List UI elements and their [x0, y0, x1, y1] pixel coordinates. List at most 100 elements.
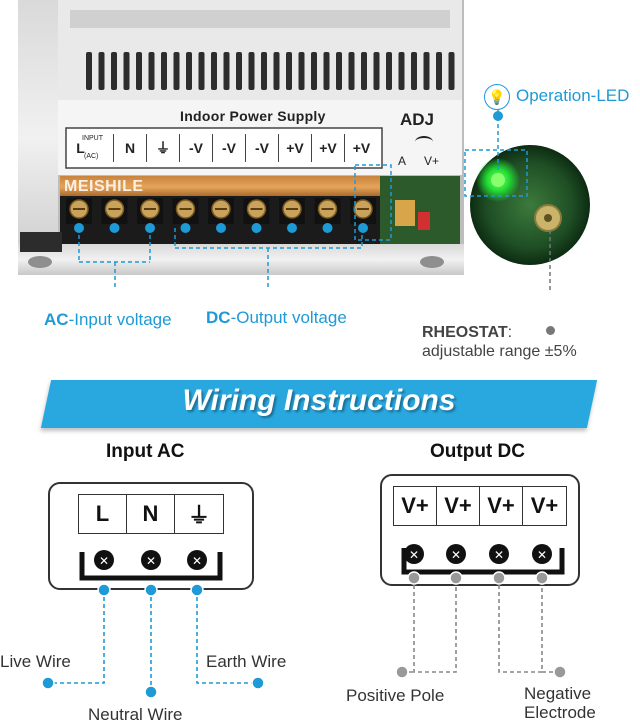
ac-screw-bar [79, 552, 223, 581]
dc-terminal-cell: V+ [480, 487, 523, 525]
vent-slot [373, 52, 380, 90]
panel-terminal-cell: -V [180, 134, 213, 162]
panel-terminal-label: ⏚ [156, 140, 170, 156]
panel-terminal-label: +V [319, 140, 337, 156]
vent-slot [423, 52, 430, 90]
vent-slot [223, 52, 230, 90]
wire-node-dot [449, 571, 463, 585]
wire-node-dot [41, 676, 55, 690]
power-supply-illustration [18, 0, 590, 290]
vent-slot [148, 52, 155, 90]
vent-slot [198, 52, 205, 90]
negative-label: Negative [524, 684, 592, 703]
vent-slot [211, 52, 217, 90]
vent-slot [261, 52, 267, 90]
rheostat-title-text: RHEOSTAT [422, 324, 508, 341]
panel-terminal-label: N [124, 140, 136, 156]
adj-vplus-label: V+ [424, 154, 440, 168]
screw-icon [446, 544, 466, 564]
ac-terminal-cell: ⏚ [187, 503, 210, 528]
rheostat-title: RHEOSTAT: [422, 324, 512, 342]
vent-slot [186, 52, 192, 90]
screw-cross: ✕ [537, 548, 547, 562]
vent-slot [236, 52, 242, 90]
screw-cross: ✕ [451, 548, 461, 562]
panel-terminal-cell: +V [279, 134, 312, 162]
terminal-dot [322, 223, 333, 233]
dc-terminal-cell: V+ [530, 493, 559, 518]
screw-icon [532, 544, 552, 564]
dc-screw-bar [401, 548, 565, 575]
output-dc-block [380, 474, 580, 586]
panel-terminal-sup: INPUT [82, 135, 103, 142]
electrode-label: Electrode [524, 703, 596, 722]
panel-terminal-label: -V [222, 140, 236, 156]
earth-wire-label: Earth Wire [206, 652, 287, 671]
output-dc-terminal-row: V+V+V+V+ [393, 486, 567, 526]
screw-icon [187, 550, 207, 570]
panel-terminal-label: +V [352, 140, 371, 156]
lightbulb-icon: 💡 [484, 84, 510, 110]
dc-terminal-cell: V+ [394, 487, 437, 525]
vent-slot [398, 52, 405, 90]
vent-slot [436, 52, 442, 90]
wire-node-dot [144, 583, 158, 597]
vent-slot [348, 52, 355, 90]
wire-node-dot [97, 583, 111, 597]
screw-cross: ✕ [409, 548, 419, 562]
wire-node-dot [144, 685, 158, 699]
screw-icon [489, 544, 509, 564]
screw-cross: ✕ [494, 548, 504, 562]
terminal-dot [358, 223, 368, 233]
panel-terminal-sub: (AC) [84, 153, 99, 160]
screw-icon [94, 550, 114, 570]
vent-slot [123, 52, 130, 90]
positive-pole-line [413, 578, 457, 673]
dc-terminal-cell: V+ [437, 487, 480, 525]
terminal-dot [109, 223, 120, 233]
vent-slot [448, 52, 455, 90]
input-ac-heading: Input AC [106, 441, 185, 462]
screw-icon [404, 544, 424, 564]
screw-icon [141, 550, 161, 570]
ac-prefix: AC [44, 310, 69, 329]
panel-terminal-cell: N [114, 134, 147, 162]
vent-slots [70, 10, 450, 28]
vent-slot [161, 52, 167, 90]
earth-wire-line [196, 590, 258, 684]
ac-suffix: -Input voltage [68, 310, 172, 329]
wiring-lines: ✕✕✕✕✕✕✕ [41, 544, 567, 699]
vent-slot [323, 52, 330, 90]
panel-terminal-cell: ⏚ [147, 134, 180, 162]
panel-terminal-cell: -V [246, 134, 279, 162]
adj-label: ADJ [400, 110, 435, 129]
panel-terminal-cell: +V [345, 134, 378, 162]
vent-slot [298, 52, 305, 90]
panel-terminal-label: -V [255, 140, 269, 156]
dc-output-voltage-label: DC-Output voltage [206, 308, 347, 328]
wire-node-dot [553, 665, 567, 679]
vent-slot [311, 52, 317, 90]
rheostat-dot [546, 326, 555, 335]
operation-led-label: Operation-LED [516, 86, 630, 105]
vent-slot [173, 52, 180, 90]
rheostat-colon: : [507, 324, 513, 341]
wire-node-dot [395, 665, 409, 679]
output-dc-heading: Output DC [430, 441, 525, 462]
panel-terminal-label: -V [189, 140, 203, 156]
terminal-dot [287, 223, 297, 233]
vent-slot [286, 52, 292, 90]
wire-node-dot [492, 571, 506, 585]
vent-slot [136, 52, 142, 90]
vent-slot [336, 52, 342, 90]
screw-cross: ✕ [192, 554, 202, 568]
terminal-dot [216, 223, 226, 233]
vent-slot [86, 52, 92, 90]
vent-slot [411, 52, 417, 90]
terminal-dot [251, 223, 262, 233]
wire-node-dot [251, 676, 265, 690]
vent-slot [248, 52, 255, 90]
dc-prefix: DC [206, 308, 231, 327]
